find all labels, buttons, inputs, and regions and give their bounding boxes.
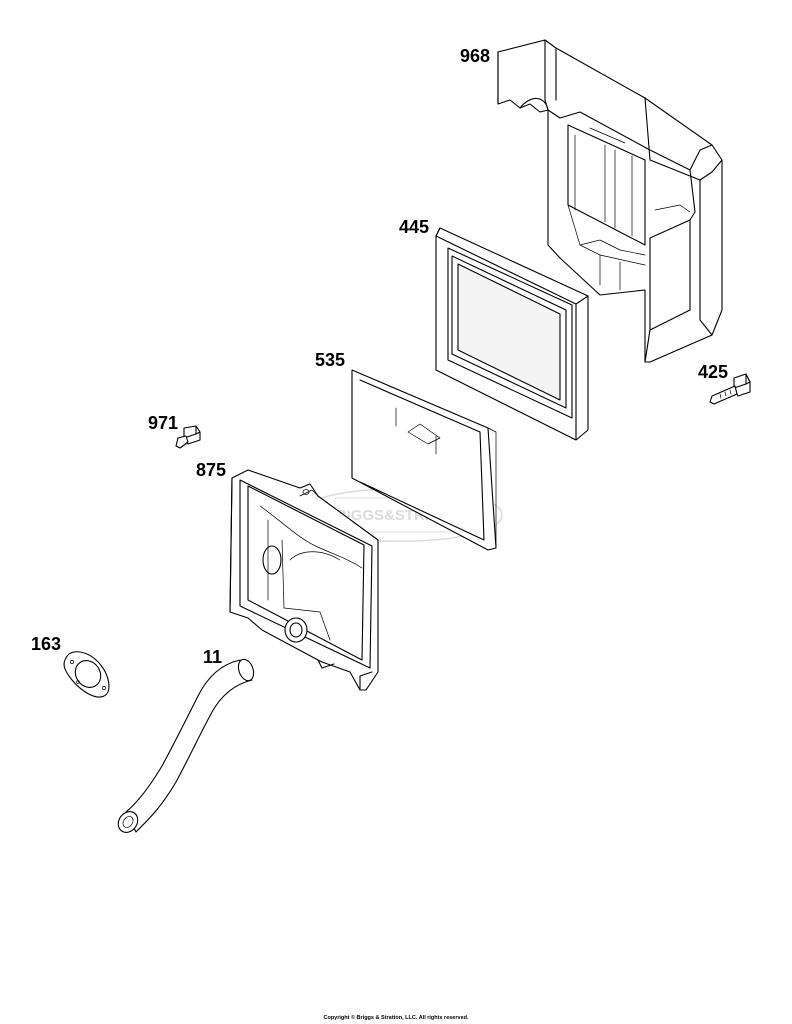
screw-part-971[interactable] (175, 425, 201, 449)
part-label-445[interactable]: 445 (399, 217, 430, 237)
gasket-part-163[interactable] (63, 651, 110, 698)
copyright-notice: Copyright © Briggs & Stratton, LLC. All … (323, 1015, 469, 1021)
part-label-971[interactable]: 971 (148, 413, 179, 433)
filter-part-445[interactable] (435, 227, 589, 441)
part-label-425[interactable]: 425 (698, 362, 729, 382)
part-label-875[interactable]: 875 (196, 460, 227, 480)
base-part-875[interactable] (229, 469, 379, 691)
part-label-11[interactable]: 11 (203, 647, 223, 667)
hose-part-11[interactable] (114, 657, 256, 836)
part-label-163[interactable]: 163 (31, 634, 62, 654)
part-label-968[interactable]: 968 (460, 46, 491, 66)
precleaner-part-535[interactable] (351, 369, 497, 551)
bolt-part-425[interactable] (709, 373, 751, 405)
cover-part-968[interactable] (497, 39, 723, 363)
part-label-535[interactable]: 535 (315, 350, 346, 370)
